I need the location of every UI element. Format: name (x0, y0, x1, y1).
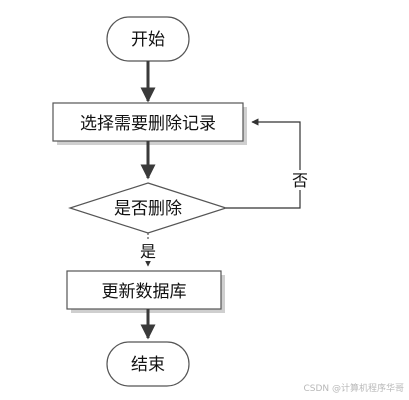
yes-label: 是 (140, 242, 156, 261)
update-database-node: 更新数据库 (66, 270, 225, 313)
start-node: 开始 (106, 16, 190, 62)
no-label-bg (291, 170, 311, 190)
update-database-label: 更新数据库 (102, 282, 187, 302)
end-node: 结束 (106, 341, 190, 387)
no-label: 否 (292, 171, 308, 190)
select-record-label: 选择需要删除记录 (80, 114, 216, 134)
decision-label: 是否删除 (114, 199, 182, 219)
decision-node: 是否删除 (68, 182, 228, 234)
end-label: 结束 (131, 355, 165, 375)
watermark-text: CSDN @计算机程序华哥 (303, 382, 404, 394)
select-record-node: 选择需要删除记录 (52, 102, 247, 145)
arrow-no-loop (226, 118, 301, 209)
start-label: 开始 (131, 30, 165, 50)
yes-label-bg (138, 241, 158, 261)
